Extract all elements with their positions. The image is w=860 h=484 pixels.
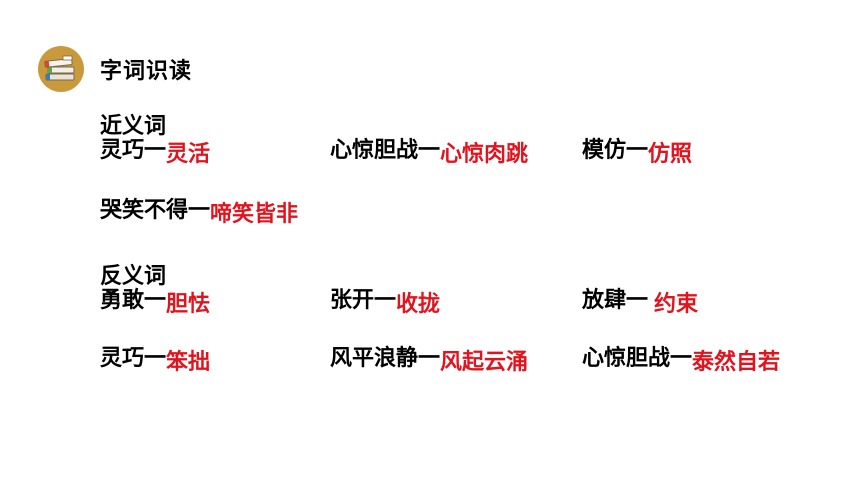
pair-answer: 泰然自若: [692, 350, 781, 375]
pair-word: 心惊胆战: [582, 346, 671, 371]
pair-word: 心惊胆战: [330, 138, 419, 163]
pair-answer: 胆怯: [166, 292, 211, 317]
pair-word: 灵巧: [100, 138, 145, 163]
pair-dash: 一: [418, 346, 441, 371]
synonym-pair-1: 灵巧一灵活: [100, 138, 211, 167]
books-icon: [38, 46, 84, 92]
pair-dash: 一: [670, 346, 693, 371]
synonyms-label: 近义词: [100, 114, 167, 139]
pair-word: 勇敢: [100, 288, 145, 313]
pair-dash: 一: [144, 346, 167, 371]
antonym-pair-1: 勇敢一胆怯: [100, 288, 211, 317]
pair-dash: 一: [144, 288, 167, 313]
antonym-pair-3: 放肆一约束: [582, 288, 699, 317]
pair-dash: 一: [626, 288, 649, 313]
pair-word: 模仿: [582, 138, 627, 163]
section-title: 字词识读: [100, 59, 193, 84]
pair-answer: 约束: [654, 292, 699, 317]
synonym-pair-3: 模仿一仿照: [582, 138, 693, 167]
pair-word: 张开: [330, 288, 375, 313]
pair-dash: 一: [418, 138, 441, 163]
synonym-pair-4: 哭笑不得一啼笑皆非: [100, 198, 299, 227]
section-header: 字词识读: [38, 46, 192, 92]
synonym-pair-2: 心惊胆战一心惊肉跳: [330, 138, 529, 167]
pair-dash: 一: [188, 198, 211, 223]
pair-dash: 一: [626, 138, 649, 163]
pair-answer: 啼笑皆非: [210, 202, 299, 227]
pair-word: 风平浪静: [330, 346, 419, 371]
antonym-pair-5: 风平浪静一风起云涌: [330, 346, 529, 375]
pair-answer: 笨拙: [166, 350, 211, 375]
pair-answer: 风起云涌: [440, 350, 529, 375]
antonym-pair-4: 灵巧一笨拙: [100, 346, 211, 375]
pair-dash: 一: [374, 288, 397, 313]
pair-word: 放肆: [582, 288, 627, 313]
antonym-pair-2: 张开一收拢: [330, 288, 441, 317]
pair-word: 哭笑不得: [100, 198, 189, 223]
pair-word: 灵巧: [100, 346, 145, 371]
pair-answer: 仿照: [648, 142, 693, 167]
pair-answer: 灵活: [166, 142, 211, 167]
antonym-pair-6: 心惊胆战一泰然自若: [582, 346, 781, 375]
pair-answer: 收拢: [396, 292, 441, 317]
pair-dash: 一: [144, 138, 167, 163]
pair-answer: 心惊肉跳: [440, 142, 529, 167]
antonyms-label: 反义词: [100, 264, 167, 289]
